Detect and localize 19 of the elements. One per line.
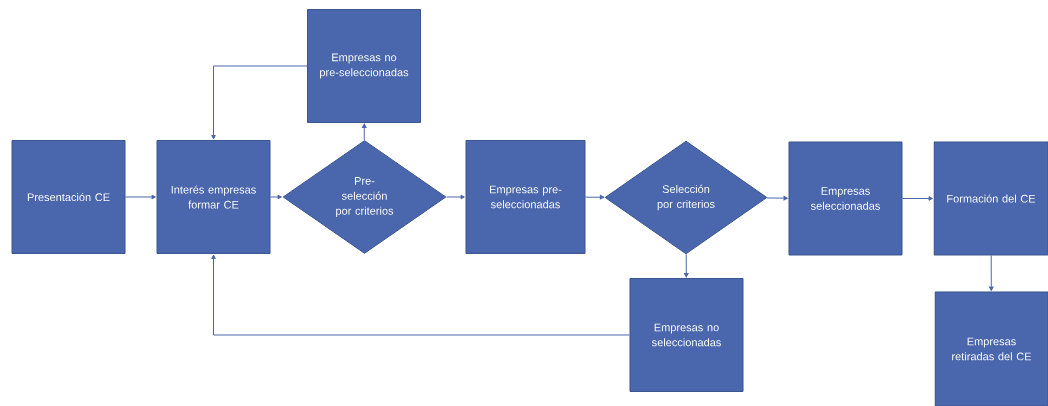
arrow — [125, 194, 156, 200]
process-box: Presentación CE — [11, 140, 126, 254]
arrow — [446, 194, 465, 200]
arrow — [585, 194, 605, 200]
arrow — [211, 65, 308, 140]
process-box: Empresas pre-seleccionadas — [465, 140, 586, 254]
arrow — [270, 194, 282, 200]
process-box: Empresas no pre-seleccionadas — [307, 9, 421, 123]
process-box: Interés empresas formar CE — [156, 140, 271, 254]
arrow — [361, 123, 367, 141]
process-box: Empresas retiradas del CE — [934, 291, 1048, 406]
arrow — [766, 195, 788, 201]
process-box: Empresas seleccionadas — [788, 141, 903, 256]
arrow — [683, 253, 689, 278]
process-box: Formación del CE — [933, 141, 1048, 256]
arrow — [902, 196, 933, 201]
process-box: Empresas no seleccionadas — [629, 278, 744, 392]
arrow — [989, 255, 994, 291]
arrow — [211, 254, 630, 336]
